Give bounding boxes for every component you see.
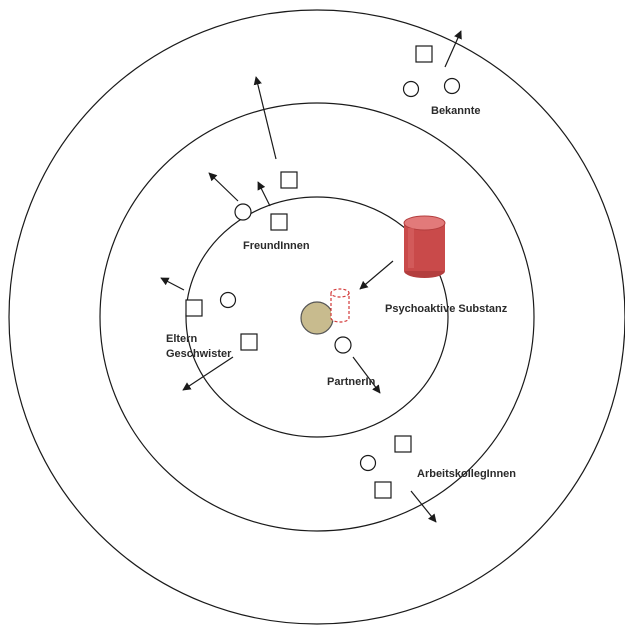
label-eltern: Eltern xyxy=(166,333,197,345)
bekannte-circle-node-1 xyxy=(402,80,420,98)
freundinnen-arrow-1 xyxy=(253,76,277,160)
freundinnen-square-node-1 xyxy=(280,171,298,189)
arbeitskolleginnen-arrow xyxy=(410,490,437,523)
inner-ring xyxy=(185,196,449,438)
label-partnerin: PartnerIn xyxy=(327,376,376,388)
arbeitskolleginnen-square-node-2 xyxy=(374,481,392,499)
self-node xyxy=(300,301,334,335)
bekannte-square-node xyxy=(415,45,433,63)
arbeitskolleginnen-square-node-1 xyxy=(394,435,412,453)
label-freundinnen: FreundInnen xyxy=(243,240,310,252)
freundinnen-square-node-2 xyxy=(270,213,288,231)
substance-arrow xyxy=(359,260,394,290)
partnerin-arrow xyxy=(352,356,381,394)
label-bekannte: Bekannte xyxy=(431,105,481,117)
geschwister-arrow xyxy=(182,356,234,391)
freundinnen-arrow-2 xyxy=(208,172,239,202)
bekannte-arrow xyxy=(444,30,462,68)
eltern-arrow xyxy=(160,277,185,291)
substance-cylinder-icon xyxy=(403,215,446,278)
partnerin-circle-node xyxy=(334,336,352,354)
eltern-circle-node xyxy=(219,291,237,309)
label-arbeitskolleginnen: ArbeitskollegInnen xyxy=(417,468,516,480)
dashed-substance-icon xyxy=(330,288,350,323)
freundinnen-circle-node xyxy=(234,203,252,221)
bekannte-circle-node-2 xyxy=(443,77,461,95)
eltern-square-node xyxy=(185,299,203,317)
freundinnen-arrow-3 xyxy=(257,181,271,207)
geschwister-square-node xyxy=(240,333,258,351)
arbeitskolleginnen-circle-node xyxy=(359,454,377,472)
outer-ring xyxy=(8,9,625,625)
label-psychoaktive-substanz: Psychoaktive Substanz xyxy=(385,303,508,315)
label-geschwister: Geschwister xyxy=(166,348,232,360)
middle-ring xyxy=(99,102,535,532)
